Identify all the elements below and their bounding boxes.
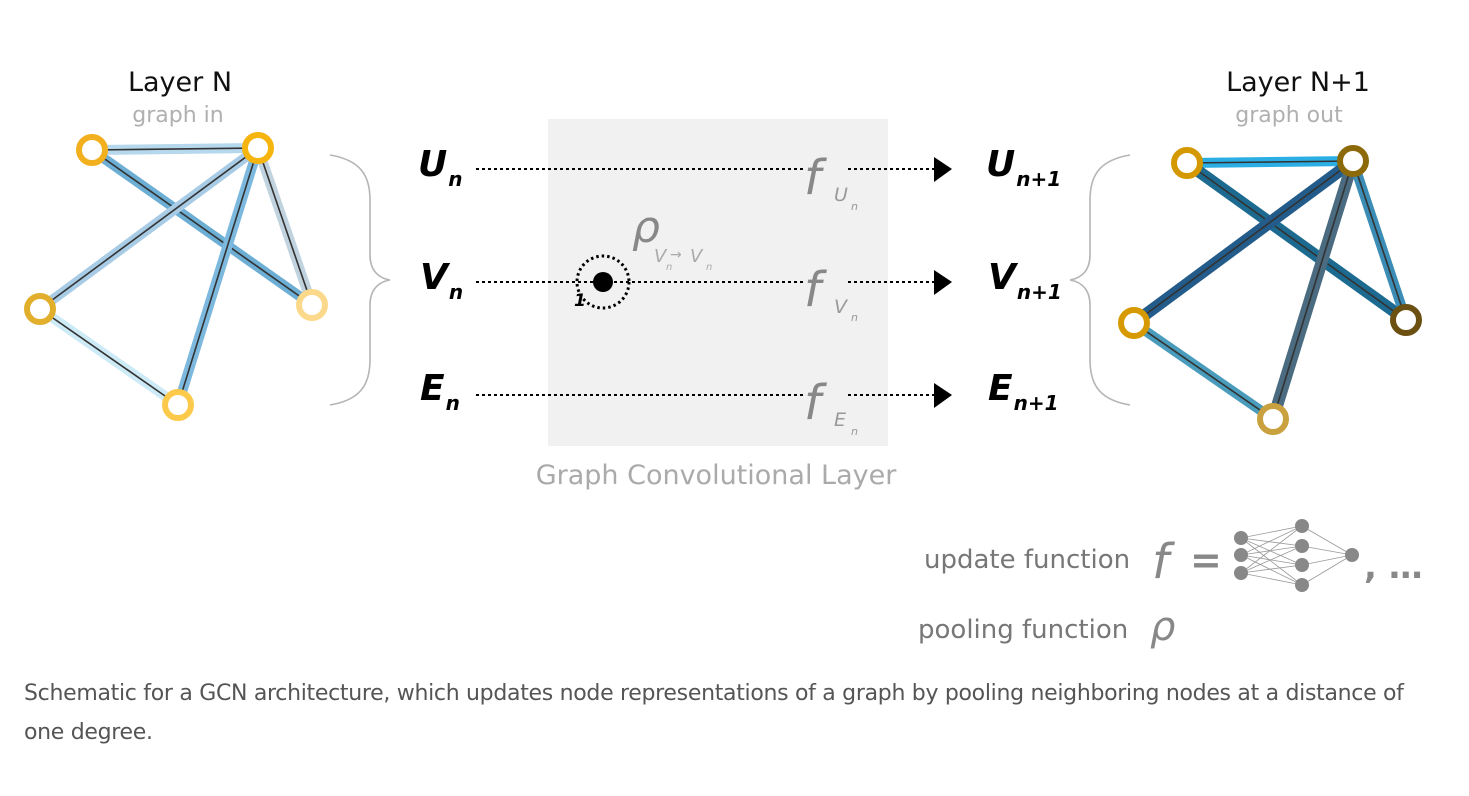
- v-arrowhead: [934, 270, 952, 295]
- gcn-layer-label: Graph Convolutional Layer: [536, 460, 898, 491]
- input-U: Un: [418, 144, 462, 191]
- input-V: Vn: [420, 257, 463, 304]
- update-function-symbol: f: [1152, 534, 1175, 590]
- graph-in-edge-core: [91, 149, 313, 306]
- graph-out-node: [1337, 145, 1369, 177]
- svg-text:→: →: [670, 247, 682, 263]
- graph-in-edge-core: [39, 308, 179, 406]
- graph-out: Layer N+1 graph out: [1118, 67, 1422, 435]
- mlp-neuron: [1234, 566, 1248, 580]
- graph-in-node: [296, 289, 328, 321]
- svg-text:Un+1: Un+1: [986, 144, 1061, 191]
- svg-text:n: n: [666, 262, 672, 273]
- mlp-neuron: [1345, 548, 1359, 562]
- graph-out-edge-core: [1133, 322, 1274, 420]
- layer-in-subtitle: graph in: [132, 103, 223, 128]
- mlp-connection: [1301, 554, 1353, 586]
- input-E: En: [420, 368, 460, 415]
- pooling-radius-ring: [575, 254, 631, 310]
- mlp-connection: [1240, 554, 1303, 586]
- output-V: Vn+1: [988, 257, 1062, 304]
- graph-in-edge-core: [39, 147, 259, 310]
- pooling-function-symbol: ρ: [1150, 604, 1175, 650]
- right-brace: [1069, 154, 1131, 406]
- svg-text:En+1: En+1: [988, 368, 1059, 415]
- mlp-neuron: [1234, 548, 1248, 562]
- mlp-connection: [1240, 537, 1303, 547]
- graph-in: Layer N graph in: [24, 67, 328, 421]
- mlp-neuron: [1295, 519, 1309, 533]
- mlp-neuron: [1234, 531, 1248, 545]
- mlp-connection: [1240, 525, 1303, 574]
- mlp-connection: [1240, 572, 1303, 586]
- graph-in-edge-core: [257, 147, 313, 306]
- svg-text:Vn: Vn: [420, 257, 463, 304]
- svg-text:E: E: [834, 409, 846, 431]
- svg-text:Vn+1: Vn+1: [988, 257, 1062, 304]
- mlp-connection: [1240, 537, 1303, 566]
- svg-text:V: V: [654, 246, 668, 267]
- graph-in-edge-core: [177, 147, 259, 406]
- distance-label: 1: [574, 291, 586, 311]
- layer-in-title: Layer N: [128, 67, 232, 98]
- mlp-connection: [1301, 525, 1353, 556]
- layer-out-subtitle: graph out: [1235, 103, 1343, 128]
- output-U: Un+1: [986, 144, 1061, 191]
- mlp-neuron: [1295, 558, 1309, 572]
- graph-in-node: [76, 134, 108, 166]
- graph-out-node: [1257, 403, 1289, 435]
- mlp-connection: [1301, 545, 1353, 556]
- mlp-neuron: [1295, 539, 1309, 553]
- mlp-neuron: [1295, 578, 1309, 592]
- graph-in-edge-core: [91, 147, 259, 151]
- svg-text:V: V: [834, 296, 849, 318]
- equals-sign: =: [1190, 538, 1222, 582]
- gcn-schematic: Graph Convolutional Layer Layer N graph …: [24, 67, 1423, 650]
- legend: update function f = , … pooling function…: [918, 519, 1423, 650]
- graph-out-edge-core: [1186, 162, 1407, 321]
- graph-in-node: [162, 389, 194, 421]
- layer-out-title: Layer N+1: [1226, 67, 1370, 98]
- mlp-connection: [1240, 545, 1303, 574]
- graph-out-edge-core: [1186, 160, 1354, 164]
- neural-network-icon: [1234, 519, 1359, 592]
- graph-out-node: [1390, 304, 1422, 336]
- graph-out-node: [1118, 307, 1150, 339]
- svg-text:n: n: [851, 425, 858, 438]
- update-function-label: update function: [924, 545, 1130, 575]
- svg-text:En: En: [420, 368, 460, 415]
- mlp-connection: [1240, 554, 1303, 566]
- svg-text:V: V: [690, 246, 704, 267]
- svg-text:U: U: [834, 184, 848, 206]
- mlp-connection: [1240, 525, 1303, 539]
- output-E: En+1: [988, 368, 1059, 415]
- left-brace: [329, 154, 391, 406]
- graph-in-node: [242, 132, 274, 164]
- pooling-function-label: pooling function: [918, 615, 1128, 645]
- u-arrowhead: [934, 157, 952, 182]
- svg-text:Un: Un: [418, 144, 462, 191]
- svg-text:n: n: [851, 311, 858, 324]
- graph-out-edge-core: [1352, 160, 1407, 321]
- svg-text:ρ: ρ: [632, 202, 660, 253]
- legend-ellipsis: , …: [1364, 547, 1423, 587]
- mlp-connection: [1240, 545, 1303, 556]
- mlp-connection: [1240, 537, 1303, 586]
- mlp-connection: [1301, 554, 1353, 566]
- mlp-connection: [1240, 525, 1303, 556]
- graph-out-edge-core: [1272, 160, 1354, 420]
- graph-out-node: [1171, 147, 1203, 179]
- pooling-operator: ρ V n → V n: [632, 202, 712, 273]
- central-node: [593, 272, 613, 292]
- e-arrowhead: [934, 383, 952, 408]
- graph-out-edge-core: [1133, 160, 1354, 324]
- svg-text:n: n: [851, 200, 858, 213]
- svg-text:n: n: [706, 262, 712, 273]
- mlp-connection: [1240, 564, 1303, 574]
- graph-in-node: [24, 293, 56, 325]
- figure-caption: Schematic for a GCN architecture, which …: [24, 681, 1404, 745]
